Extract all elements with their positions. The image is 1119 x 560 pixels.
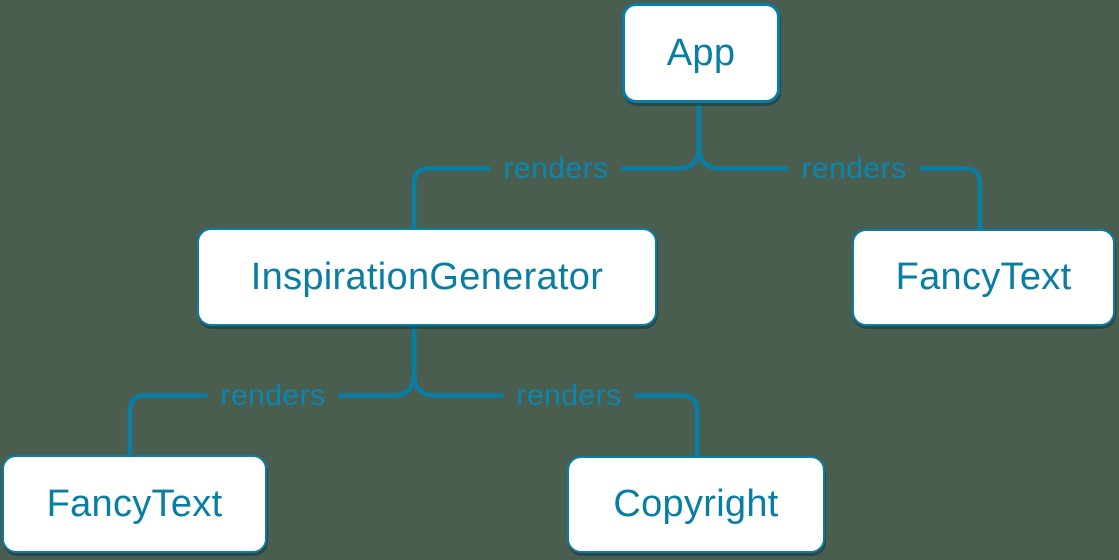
edge-label-renders: renders [490,151,622,187]
tree-node-inspiration-generator: InspirationGenerator [197,228,657,326]
tree-node-label: Copyright [613,483,779,525]
tree-node-fancytext-left: FancyText [2,455,267,553]
tree-node-label: FancyText [895,256,1072,298]
edge-label-renders: renders [503,378,635,414]
tree-node-app: App [622,3,780,103]
edge-label-renders: renders [207,378,339,414]
edge-label-renders: renders [788,151,920,187]
tree-node-label: InspirationGenerator [250,255,604,298]
tree-node-label: FancyText [46,482,223,525]
tree-node-label: App [666,31,736,74]
tree-node-fancytext-top: FancyText [852,229,1115,326]
tree-node-copyright: Copyright [567,456,825,553]
